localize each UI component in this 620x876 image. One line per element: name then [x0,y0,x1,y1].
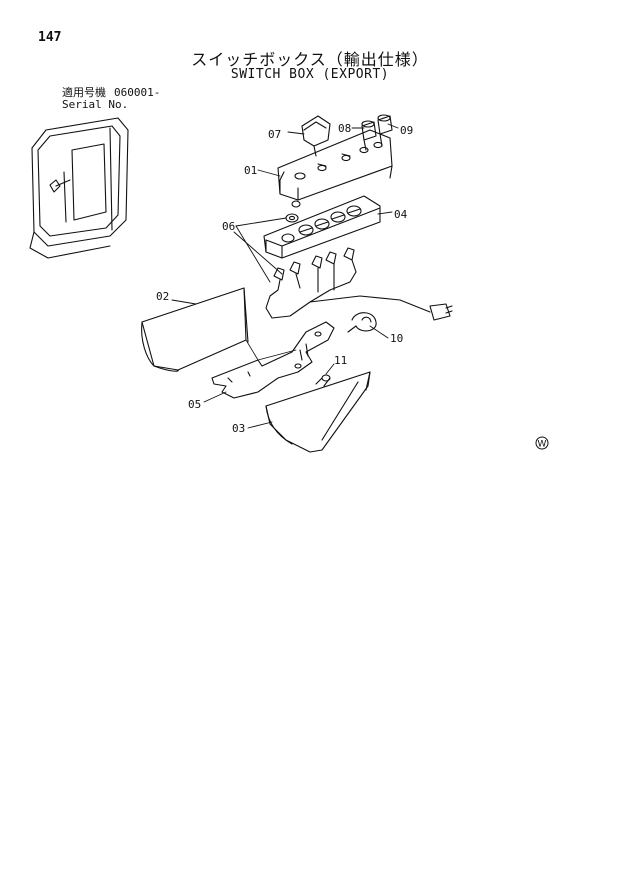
cab-thumbnail [29,117,129,259]
callout-08: 08 [338,122,351,135]
callout-02: 02 [156,290,169,303]
callout-10: 10 [390,332,403,345]
serial-block: 適用号機 060001- Serial No. [62,87,160,111]
page-title-en: SWITCH BOX (EXPORT) [230,67,390,82]
part-04-switch-box [263,195,381,259]
part-05-bracket [211,321,335,399]
part-11-bolt [315,374,331,387]
part-07-knob [301,115,331,157]
serial-label-jp: 適用号機 [62,86,106,99]
part-09-switch [377,114,393,147]
part-02-front-cover [141,287,249,372]
callout-05: 05 [188,398,201,411]
serial-label-en: Serial No. [62,98,129,111]
part-08-switch [361,120,377,151]
w-mark-letter: W [538,440,547,450]
callout-07: 07 [268,128,281,141]
part-10-clip [347,312,377,333]
callout-04: 04 [394,208,408,221]
serial-value: 060001- [114,86,161,99]
part-01-panel-cover [277,129,393,201]
page-number: 147 [38,30,62,45]
callout-09: 09 [400,124,413,137]
callout-labels: 07 08 09 01 06 04 02 10 11 05 03 [156,122,413,435]
part-03-lower-cover [265,371,371,453]
callout-01: 01 [244,164,257,177]
page-title-jp: スイッチボックス（輸出仕様） [191,50,429,69]
part-06-nut [285,200,301,223]
callout-06: 06 [222,220,235,233]
leader-lines [171,123,399,429]
w-mark: W [535,436,549,450]
callout-03: 03 [232,422,245,435]
wire-harness [265,247,453,321]
callout-11: 11 [334,354,347,367]
